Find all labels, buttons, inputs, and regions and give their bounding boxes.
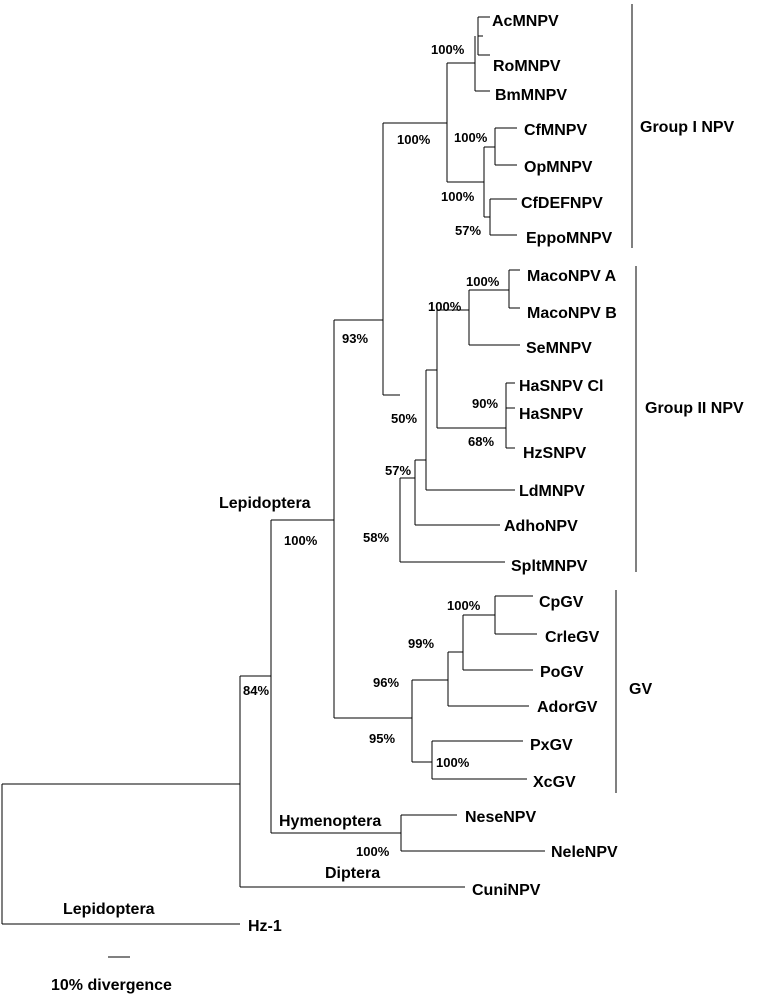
bootstrap-value: 95% <box>369 731 395 746</box>
bootstrap-value: 100% <box>431 42 465 57</box>
bootstrap-value: 57% <box>385 463 411 478</box>
bootstrap-value: 50% <box>391 411 417 426</box>
taxon-label: HzSNPV <box>523 445 586 462</box>
bootstrap-value: 100% <box>454 130 488 145</box>
taxon-label: AdorGV <box>537 699 598 716</box>
taxon-label: RoMNPV <box>493 58 561 75</box>
scale-bar-label: 10% divergence <box>51 977 172 994</box>
bootstrap-value: 100% <box>397 132 431 147</box>
taxon-label: CrleGV <box>545 629 600 646</box>
bootstrap-value: 99% <box>408 636 434 651</box>
bootstrap-value: 100% <box>436 755 470 770</box>
taxon-label: CpGV <box>539 594 584 611</box>
taxon-label: Hz-1 <box>248 918 282 935</box>
taxon-label: AdhoNPV <box>504 518 578 535</box>
bootstrap-value: 84% <box>243 683 269 698</box>
taxon-label: CuniNPV <box>472 882 541 899</box>
order-label: Diptera <box>325 865 380 882</box>
taxon-label: XcGV <box>533 774 576 791</box>
bootstrap-value: 100% <box>356 844 390 859</box>
taxon-label: HaSNPV Cl <box>519 378 603 395</box>
taxon-label: EppoMNPV <box>526 230 613 247</box>
order-label: Lepidoptera <box>63 901 155 918</box>
order-label: Hymenoptera <box>279 813 381 830</box>
bootstrap-value: 96% <box>373 675 399 690</box>
bootstrap-value: 58% <box>363 530 389 545</box>
taxon-label: CfDEFNPV <box>521 195 603 212</box>
bootstrap-value: 100% <box>466 274 500 289</box>
bootstrap-value: 100% <box>284 533 318 548</box>
bootstrap-value: 100% <box>428 299 462 314</box>
taxon-label: LdMNPV <box>519 483 585 500</box>
bootstrap-value: 93% <box>342 331 368 346</box>
taxon-label: PxGV <box>530 737 573 754</box>
taxon-label: NeleNPV <box>551 844 618 861</box>
taxon-label: PoGV <box>540 664 584 681</box>
taxon-label: SpltMNPV <box>511 558 588 575</box>
taxon-label: NeseNPV <box>465 809 536 826</box>
bootstrap-value: 100% <box>447 598 481 613</box>
bootstrap-value: 100% <box>441 189 475 204</box>
taxon-label: SeMNPV <box>526 340 592 357</box>
group-label: Group II NPV <box>645 400 744 417</box>
bootstrap-value: 57% <box>455 223 481 238</box>
taxon-label: AcMNPV <box>492 13 559 30</box>
taxon-label: MacoNPV A <box>527 268 617 285</box>
bootstrap-value: 90% <box>472 396 498 411</box>
bootstrap-value: 68% <box>468 434 494 449</box>
group-label: Group I NPV <box>640 119 735 136</box>
order-label: Lepidoptera <box>219 495 311 512</box>
taxon-label: HaSNPV <box>519 406 583 423</box>
taxon-label: CfMNPV <box>524 122 587 139</box>
tree-branches <box>1 16 545 925</box>
taxon-label: BmMNPV <box>495 87 567 104</box>
taxon-label: OpMNPV <box>524 159 593 176</box>
taxon-label: MacoNPV B <box>527 305 617 322</box>
group-label: GV <box>629 681 652 698</box>
